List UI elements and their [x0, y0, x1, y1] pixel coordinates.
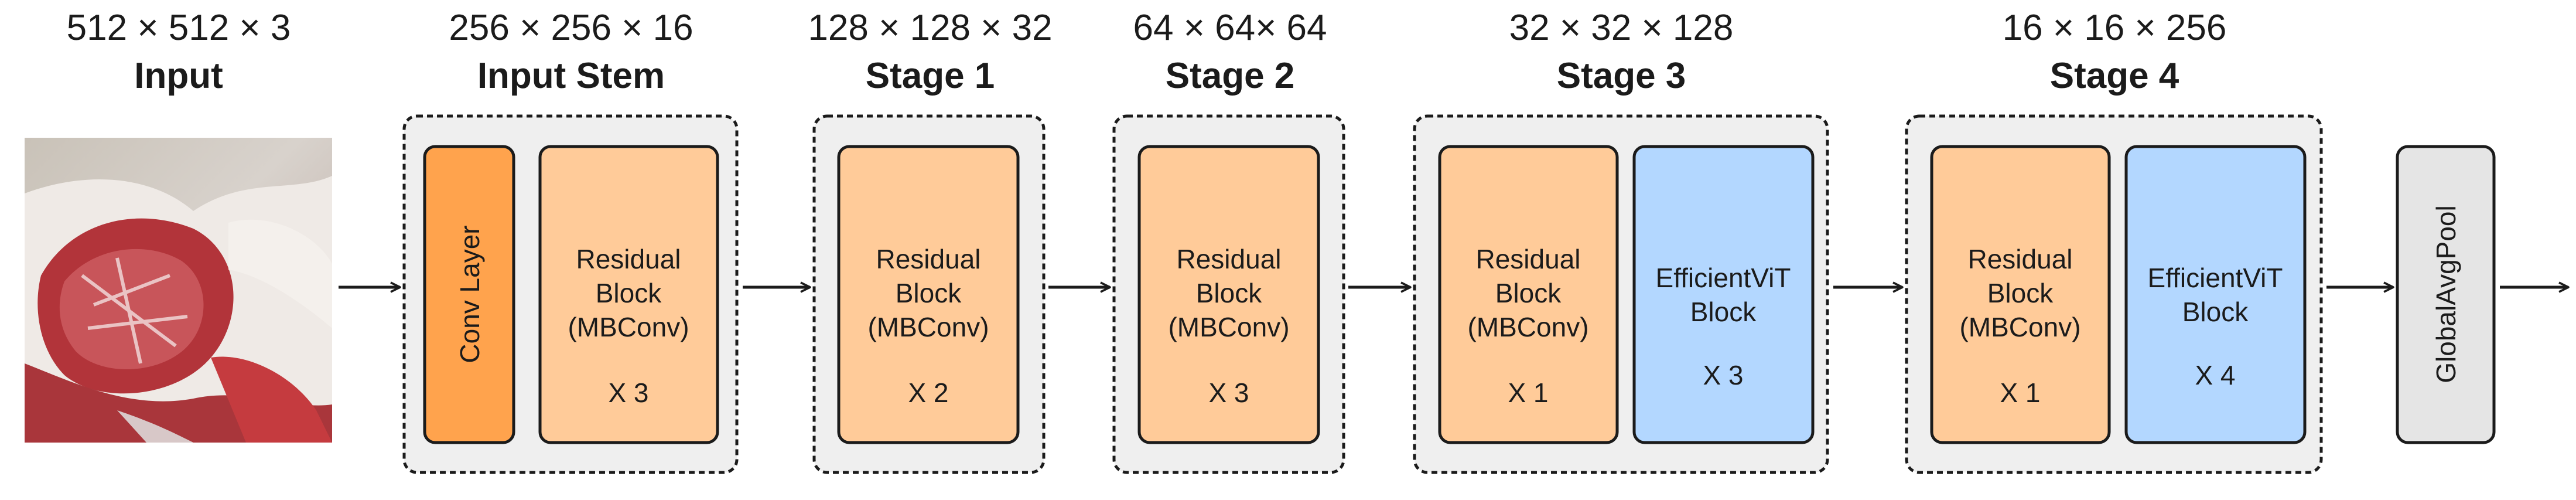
conv-layer-label: Conv Layer [455, 225, 485, 363]
stage3-residual-line-3: (MBConv) [1467, 312, 1588, 342]
stage3-residual-repeat: X 1 [1508, 377, 1548, 408]
stage4-efficientvit-line-1: EfficientViT [2148, 263, 2283, 293]
stage4-residual-line-3: (MBConv) [1959, 312, 2080, 342]
global-avg-pool-label: GlobalAvgPool [2431, 205, 2461, 383]
stage2-dims: 64 × 64× 64 [1133, 8, 1327, 48]
stage4-residual-repeat: X 1 [2000, 377, 2040, 408]
stage2-residual-line-3: (MBConv) [1168, 312, 1289, 342]
input-stem-residual-line-1: Residual [576, 244, 681, 274]
stage1-title: Stage 1 [866, 56, 995, 96]
conv-layer-block [423, 145, 515, 444]
input-stem-residual-repeat: X 3 [608, 377, 648, 408]
stage3-efficientvit-line-1: EfficientViT [1656, 263, 1791, 293]
input-dims: 512 × 512 × 3 [67, 8, 291, 48]
stage4-efficientvit-line-2: Block [2182, 297, 2249, 327]
stage2-title: Stage 2 [1166, 56, 1295, 96]
stage4-title: Stage 4 [2050, 56, 2179, 96]
stage1-residual-block [837, 145, 1020, 444]
stage4-efficientvit-repeat: X 4 [2195, 360, 2235, 390]
input-title: Input [134, 56, 223, 96]
stage4-residual-line-2: Block [1987, 278, 2054, 308]
stage4-dims: 16 × 16 × 256 [2003, 8, 2227, 48]
input-meat-image [25, 138, 332, 443]
stage3-residual-line-2: Block [1495, 278, 1562, 308]
stage3-title: Stage 3 [1557, 56, 1686, 96]
input-stem-dims: 256 × 256 × 16 [449, 8, 693, 48]
stage3-dims: 32 × 32 × 128 [1509, 8, 1734, 48]
input-stem-residual-block [538, 145, 719, 444]
global-avg-pool-block [2396, 145, 2496, 444]
stage3-efficientvit-line-2: Block [1690, 297, 1757, 327]
stage4-efficientvit-block [2124, 145, 2307, 444]
stage1-residual-line-1: Residual [876, 244, 981, 274]
stage1-residual-repeat: X 2 [908, 377, 948, 408]
input-stem-residual-line-3: (MBConv) [568, 312, 689, 342]
stage2-residual-block [1137, 145, 1320, 444]
stage3-efficientvit-block [1632, 145, 1815, 444]
stage2-residual-repeat: X 3 [1208, 377, 1249, 408]
stage3-residual-block [1438, 145, 1619, 444]
stage2-residual-line-2: Block [1196, 278, 1262, 308]
stage1-residual-line-3: (MBConv) [867, 312, 989, 342]
stage3-residual-line-1: Residual [1476, 244, 1581, 274]
input-stem-title: Input Stem [477, 56, 665, 96]
stage4-residual-block [1930, 145, 2111, 444]
stage3-efficientvit-repeat: X 3 [1703, 360, 1743, 390]
stage4-residual-line-1: Residual [1968, 244, 2073, 274]
stage2-residual-line-1: Residual [1177, 244, 1282, 274]
input-stem-residual-line-2: Block [596, 278, 662, 308]
stage1-dims: 128 × 128 × 32 [808, 8, 1052, 48]
stage1-residual-line-2: Block [896, 278, 962, 308]
